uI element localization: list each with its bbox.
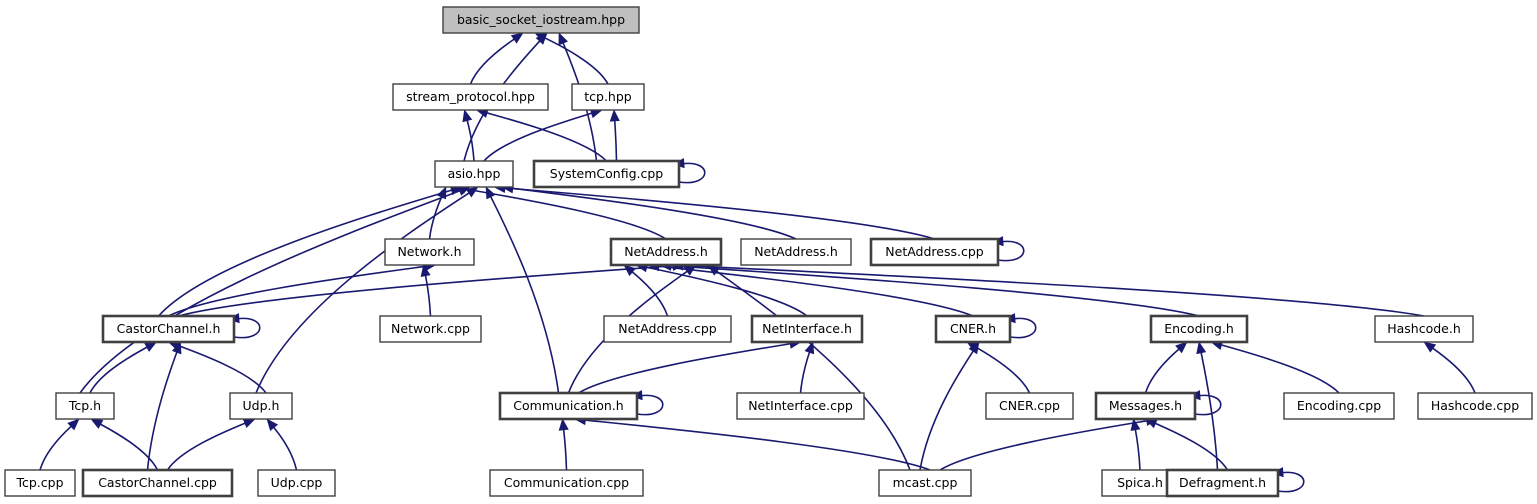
graph-edge bbox=[146, 341, 182, 471]
node-label: tcp.hpp bbox=[584, 89, 632, 104]
graph-node-netaddress-h2[interactable]: NetAddress.h bbox=[740, 238, 852, 266]
graph-edge bbox=[919, 341, 980, 471]
node-label: Udp.cpp bbox=[271, 475, 323, 490]
node-label: asio.hpp bbox=[448, 166, 501, 181]
node-label: Communication.cpp bbox=[504, 475, 629, 490]
node-label: Tcp.h bbox=[68, 398, 101, 413]
node-label: Spica.h bbox=[1117, 475, 1163, 490]
node-label: mcast.cpp bbox=[893, 475, 958, 490]
node-label: NetInterface.cpp bbox=[748, 398, 853, 413]
graph-node-netinterface-cpp[interactable]: NetInterface.cpp bbox=[736, 392, 865, 420]
node-label: SystemConfig.cpp bbox=[550, 166, 663, 181]
graph-node-network-h[interactable]: Network.h bbox=[384, 238, 475, 266]
graph-node-cner-cpp[interactable]: CNER.cpp bbox=[985, 392, 1074, 420]
node-label: NetAddress.cpp bbox=[885, 244, 984, 259]
graph-edge bbox=[939, 415, 1159, 471]
graph-node-cner-h[interactable]: CNER.h bbox=[934, 314, 1012, 344]
node-label: Encoding.cpp bbox=[1297, 398, 1381, 413]
graph-node-castorchannel-h[interactable]: CastorChannel.h bbox=[101, 314, 236, 344]
graph-node-hashcode-h[interactable]: Hashcode.h bbox=[1374, 315, 1474, 343]
graph-edge bbox=[671, 260, 1425, 317]
graph-node-netaddress-cpp[interactable]: NetAddress.cpp bbox=[603, 315, 732, 343]
node-label: Messages.h bbox=[1109, 398, 1182, 413]
graph-edge bbox=[167, 341, 267, 394]
node-label: stream_protocol.hpp bbox=[406, 89, 535, 104]
graph-edge bbox=[255, 186, 479, 394]
graph-edge bbox=[573, 415, 931, 471]
graph-node-spica-h[interactable]: Spica.h bbox=[1101, 469, 1179, 497]
node-label: Defragment.h bbox=[1179, 475, 1266, 490]
graph-edge bbox=[166, 418, 256, 471]
graph-edge bbox=[168, 261, 437, 317]
graph-edge bbox=[485, 186, 560, 394]
node-label: Hashcode.cpp bbox=[1431, 398, 1519, 413]
graph-edge bbox=[1210, 340, 1340, 394]
graph-edge bbox=[493, 182, 935, 240]
node-label: NetInterface.h bbox=[762, 321, 852, 336]
graph-edge bbox=[578, 338, 802, 394]
node-label: Tcp.cpp bbox=[15, 475, 63, 490]
graph-node-tcp-h[interactable]: Tcp.h bbox=[55, 392, 115, 420]
graph-edge bbox=[1144, 341, 1188, 394]
node-label: CNER.cpp bbox=[999, 398, 1060, 413]
graph-node-castorchannel-cpp[interactable]: CastorChannel.cpp bbox=[81, 468, 234, 498]
node-label: NetAddress.h bbox=[624, 244, 708, 259]
node-label: CastorChannel.cpp bbox=[98, 475, 217, 490]
graph-edge bbox=[462, 109, 475, 162]
graph-edge bbox=[609, 109, 620, 162]
graph-edge bbox=[178, 260, 685, 317]
graph-node-tcp-cpp[interactable]: Tcp.cpp bbox=[4, 469, 76, 497]
graph-node-communication-cpp[interactable]: Communication.cpp bbox=[489, 469, 644, 497]
node-label: Hashcode.h bbox=[1387, 321, 1461, 336]
graph-edge bbox=[39, 418, 80, 471]
graph-node-tcp-hpp[interactable]: tcp.hpp bbox=[571, 83, 645, 111]
graph-edge bbox=[475, 108, 608, 162]
graph-edge bbox=[534, 32, 609, 85]
graph-edge bbox=[799, 341, 815, 394]
node-label: Network.h bbox=[397, 244, 461, 259]
graph-edge bbox=[647, 261, 974, 317]
node-label: Udp.h bbox=[243, 398, 280, 413]
graph-edge bbox=[1423, 341, 1476, 394]
graph-edge bbox=[623, 264, 669, 317]
graph-node-hashcode-cpp[interactable]: Hashcode.cpp bbox=[1417, 392, 1533, 420]
node-label: CastorChannel.h bbox=[117, 321, 221, 336]
graph-node-encoding-h[interactable]: Encoding.h bbox=[1149, 314, 1249, 344]
graph-node-netaddress-h[interactable]: NetAddress.h bbox=[609, 237, 723, 267]
node-label: Communication.h bbox=[513, 398, 623, 413]
graph-edge bbox=[707, 264, 911, 471]
graph-edge bbox=[469, 32, 524, 85]
graph-edge bbox=[558, 418, 569, 471]
graph-edge bbox=[420, 264, 432, 317]
graph-node-netaddress-cpp-top[interactable]: NetAddress.cpp bbox=[869, 237, 1000, 267]
graph-edge bbox=[79, 186, 471, 394]
graph-node-netinterface-h[interactable]: NetInterface.h bbox=[750, 314, 864, 344]
graph-node-defragment-h[interactable]: Defragment.h bbox=[1165, 468, 1280, 498]
node-label: Network.cpp bbox=[391, 321, 470, 336]
node-label: NetAddress.cpp bbox=[618, 321, 717, 336]
graph-node-udp-cpp[interactable]: Udp.cpp bbox=[257, 469, 336, 497]
node-label: basic_socket_iostream.hpp bbox=[457, 12, 625, 27]
node-label: CNER.h bbox=[950, 321, 996, 336]
graph-node-systemconfig-cpp[interactable]: SystemConfig.cpp bbox=[532, 159, 681, 189]
graph-node-network-cpp[interactable]: Network.cpp bbox=[379, 315, 482, 343]
node-label: NetAddress.h bbox=[754, 244, 838, 259]
graph-edge bbox=[1130, 418, 1141, 471]
graph-node-mcast-cpp[interactable]: mcast.cpp bbox=[878, 469, 972, 497]
graph-node-udp-h[interactable]: Udp.h bbox=[229, 392, 293, 420]
graph-edge bbox=[90, 418, 159, 471]
graph-nodes: basic_socket_iostream.hpp stream_protocol… bbox=[4, 6, 1533, 498]
graph-node-communication-h[interactable]: Communication.h bbox=[498, 391, 639, 421]
graph-node-encoding-cpp[interactable]: Encoding.cpp bbox=[1283, 392, 1395, 420]
graph-node-stream-protocol[interactable]: stream_protocol.hpp bbox=[392, 83, 549, 111]
node-label: Encoding.h bbox=[1164, 321, 1234, 336]
graph-edge bbox=[266, 418, 298, 471]
graph-edge bbox=[1196, 341, 1219, 471]
graph-node-messages-h[interactable]: Messages.h bbox=[1094, 391, 1197, 421]
graph-node-basic-socket-iostream[interactable]: basic_socket_iostream.hpp bbox=[442, 6, 640, 34]
graph-node-asio-hpp[interactable]: asio.hpp bbox=[434, 160, 514, 188]
